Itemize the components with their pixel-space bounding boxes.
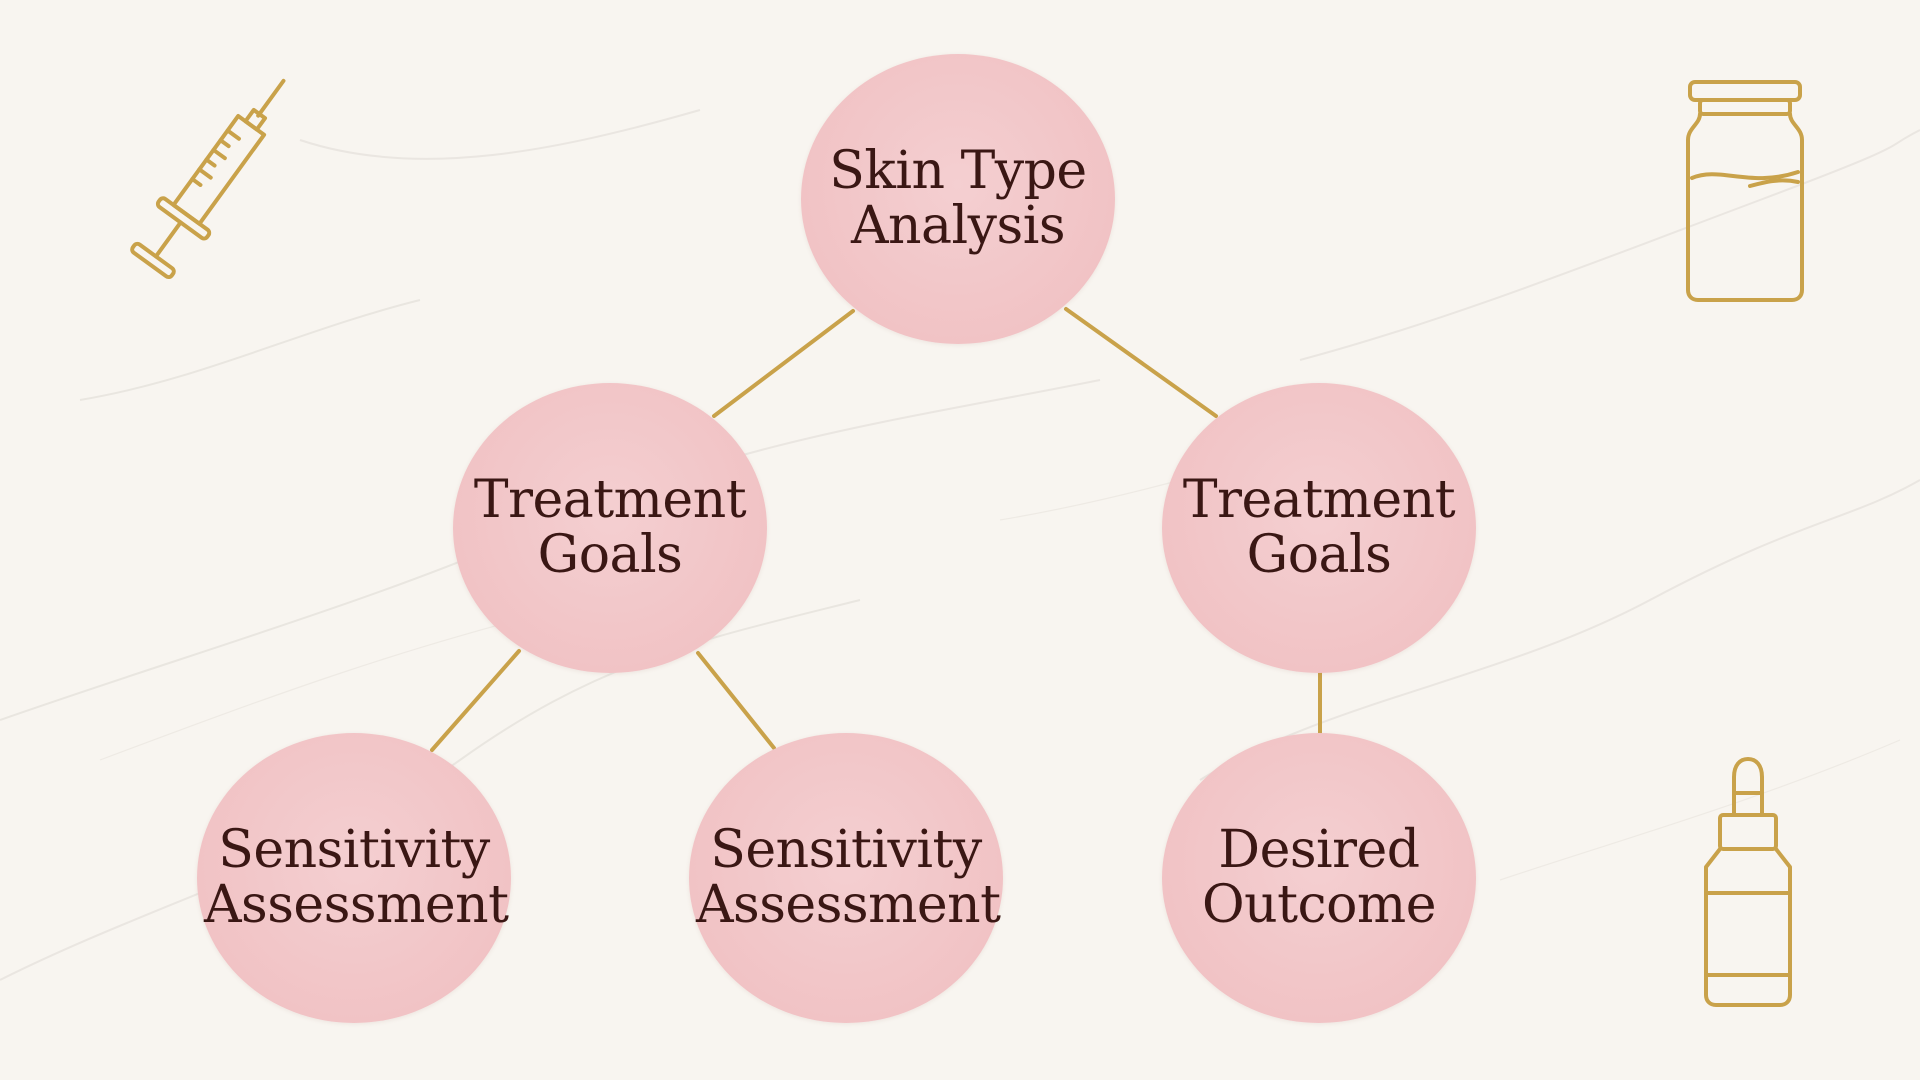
node-label: Treatment Goals bbox=[473, 470, 747, 585]
node-label: Skin Type Analysis bbox=[829, 141, 1087, 256]
vial-icon bbox=[1686, 80, 1804, 302]
node-treatment-goals-right: Treatment Goals bbox=[1162, 383, 1476, 673]
node-label: Treatment Goals bbox=[1182, 470, 1456, 585]
dropper-bottle-icon bbox=[1704, 757, 1792, 1007]
connector-root-left bbox=[712, 309, 855, 418]
syringe-icon bbox=[130, 78, 286, 280]
connector-root-right bbox=[1064, 307, 1218, 418]
node-label: Sensitivity Assessment bbox=[204, 820, 509, 935]
node-label: Sensitivity Assessment bbox=[696, 820, 1001, 935]
node-desired-outcome: Desired Outcome bbox=[1162, 733, 1476, 1023]
connector-left-left bbox=[430, 649, 521, 752]
node-treatment-goals-left: Treatment Goals bbox=[453, 383, 767, 673]
node-label: Desired Outcome bbox=[1201, 820, 1437, 935]
node-skin-type-analysis: Skin Type Analysis bbox=[801, 54, 1115, 344]
connector-left-right bbox=[696, 651, 776, 750]
node-sensitivity-assessment-left: Sensitivity Assessment bbox=[197, 733, 511, 1023]
node-sensitivity-assessment-middle: Sensitivity Assessment bbox=[689, 733, 1003, 1023]
